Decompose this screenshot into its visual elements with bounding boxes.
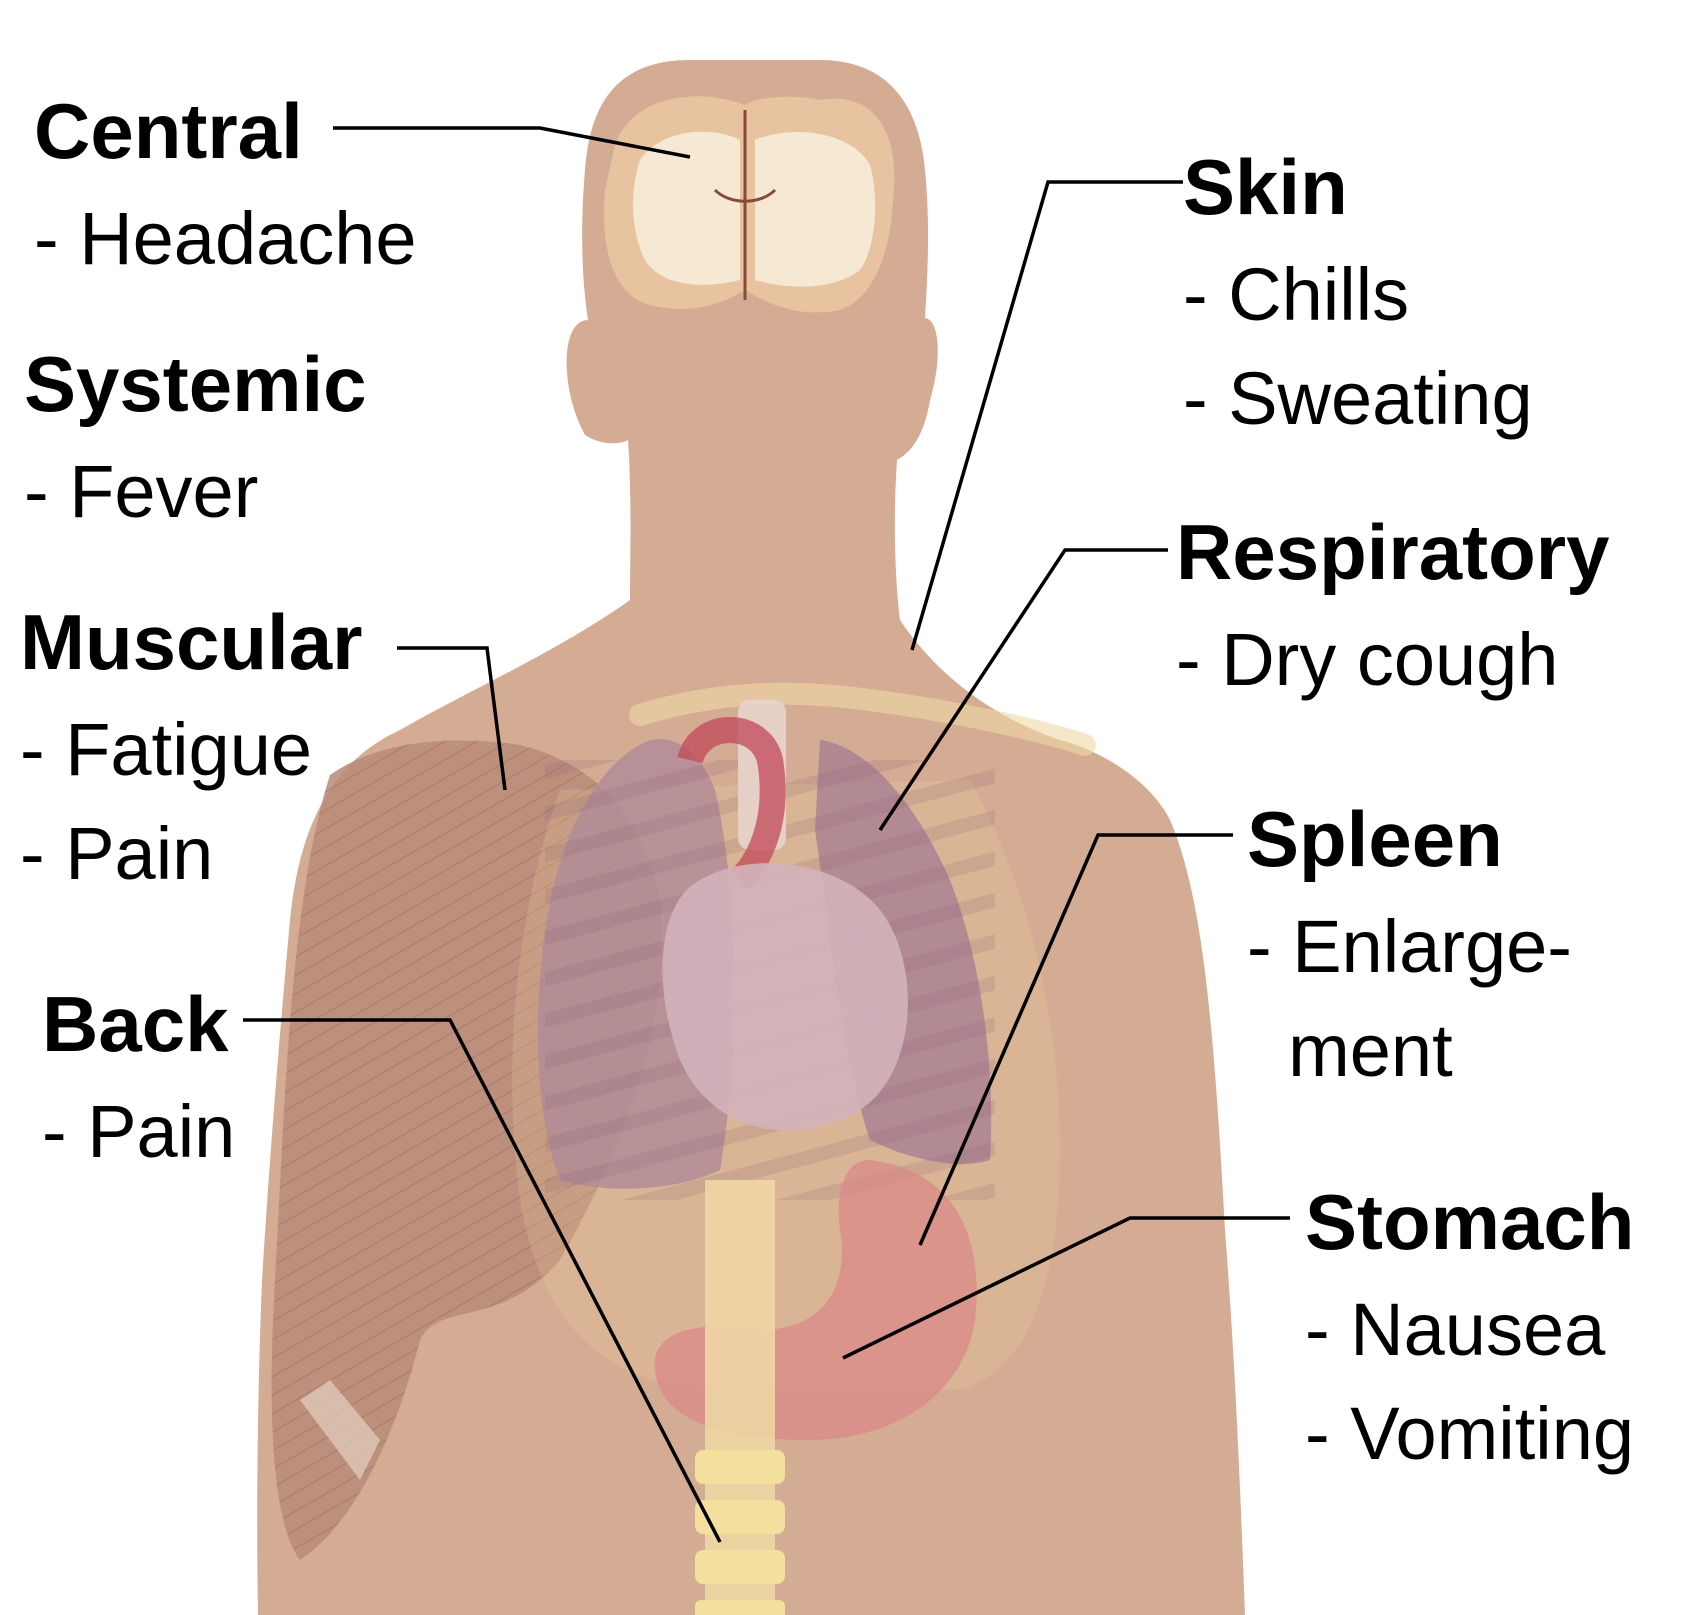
- group-title-muscular: Muscular: [20, 598, 363, 686]
- group-muscular: Muscular - Fatigue - Pain: [20, 603, 362, 891]
- symptom-vomiting: - Vomiting: [1305, 1392, 1635, 1475]
- group-title-skin: Skin: [1183, 143, 1348, 231]
- symptom-back-pain: - Pain: [42, 1090, 236, 1173]
- clavicle: [629, 682, 1096, 756]
- leader-muscular: [397, 646, 507, 791]
- group-title-stomach: Stomach: [1305, 1178, 1635, 1266]
- group-back: Back - Pain: [42, 985, 235, 1169]
- group-title-back: Back: [42, 980, 229, 1068]
- group-skin: Skin - Chills - Sweating: [1183, 148, 1533, 436]
- group-title-spleen: Spleen: [1247, 795, 1503, 883]
- elbow-tendons: [300, 1380, 380, 1480]
- symptom-muscle-pain: - Pain: [20, 812, 214, 895]
- leader-stomach: [842, 1216, 1290, 1360]
- group-title-respiratory: Respiratory: [1176, 508, 1610, 596]
- symptom-sweating: - Sweating: [1183, 357, 1533, 440]
- symptom-dry-cough: - Dry cough: [1176, 618, 1559, 701]
- symptom-fatigue: - Fatigue: [20, 708, 313, 791]
- symptom-fever: - Fever: [24, 450, 259, 533]
- leader-spleen: [918, 833, 1233, 1246]
- symptom-enlargement-line1: - Enlarge-: [1247, 905, 1572, 988]
- group-systemic: Systemic - Fever: [24, 345, 367, 529]
- leader-respiratory: [878, 548, 1168, 831]
- symptom-chills: - Chills: [1183, 253, 1410, 336]
- group-respiratory: Respiratory - Dry cough: [1176, 513, 1610, 697]
- group-title-systemic: Systemic: [24, 340, 367, 428]
- symptom-headache: - Headache: [34, 197, 417, 280]
- symptom-nausea: - Nausea: [1305, 1288, 1606, 1371]
- group-central: Central - Headache: [34, 92, 417, 276]
- spine: [695, 1180, 785, 1615]
- symptom-enlargement-line2: ment: [1247, 1009, 1453, 1092]
- group-stomach: Stomach - Nausea - Vomiting: [1305, 1183, 1634, 1471]
- leader-central: [333, 126, 691, 159]
- heart: [662, 863, 908, 1131]
- leader-back: [243, 1018, 722, 1543]
- leader-skin: [910, 180, 1183, 651]
- aorta: [677, 717, 786, 890]
- brain: [603, 96, 895, 313]
- group-spleen: Spleen - Enlarge- ment: [1247, 800, 1572, 1088]
- group-title-central: Central: [34, 87, 303, 175]
- leader-lines: [243, 126, 1290, 1543]
